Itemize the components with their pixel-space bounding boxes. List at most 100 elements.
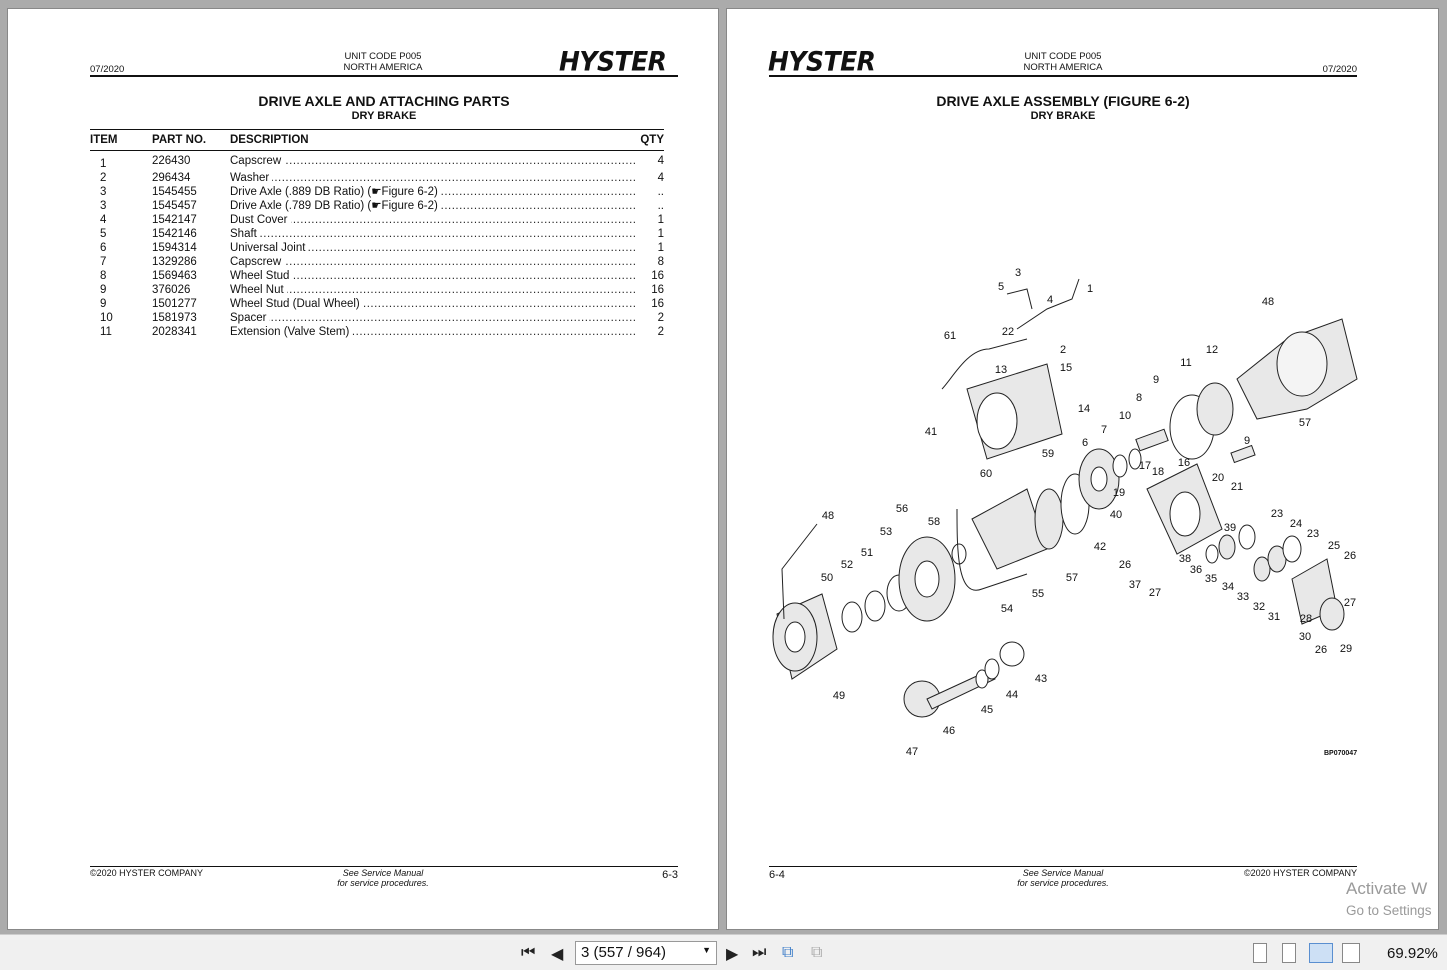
first-page-icon[interactable]: ⏮ [521, 944, 536, 961]
zoom-level[interactable]: 69.92% [1387, 945, 1438, 962]
footer-note-2: for service procedures. [337, 878, 429, 888]
desc-text: Drive Axle (.889 DB Ratio) (☛Figure 6-2) [230, 186, 441, 198]
page-select[interactable]: 3 (557 / 964) ▼ [575, 941, 717, 965]
date: 07/2020 [90, 64, 125, 75]
chevron-down-icon[interactable]: ▼ [702, 945, 711, 955]
callout-label: 40 [1110, 509, 1122, 521]
last-page-icon[interactable]: ⏭ [752, 944, 767, 961]
table-row: 3 1545457 Drive Axle (.789 DB Ratio) (☛F… [90, 199, 664, 213]
part-cell: 1569463 [152, 270, 197, 282]
qty-cell: 1 [657, 228, 664, 240]
footer-note-2: for service procedures. [1017, 878, 1109, 888]
callout-label: 22 [1002, 326, 1014, 338]
prev-view-icon[interactable]: ⧉ [782, 944, 794, 961]
item-cell: 4 [100, 214, 107, 226]
desc-text: Extension (Valve Stem) [230, 326, 353, 338]
desc-text: Wheel Stud (Dual Wheel) [230, 298, 363, 310]
callout-label: 57 [1299, 417, 1311, 429]
item-cell: 11 [100, 326, 112, 338]
desc-cell: Wheel Stud (Dual Wheel) [230, 297, 636, 311]
desc-text: Wheel Nut [230, 284, 287, 296]
desc-text: Dust Cover [230, 214, 291, 226]
region-text: NORTH AMERICA [343, 62, 423, 73]
part-cell: 1501277 [152, 298, 197, 310]
callout-label: 59 [1042, 448, 1054, 460]
qty-cell: 16 [651, 284, 664, 296]
part-cell: 226430 [152, 155, 191, 167]
callout-label: 28 [1300, 613, 1312, 625]
part-cell: 1545455 [152, 186, 197, 198]
next-view-icon[interactable]: ⧉ [811, 944, 823, 961]
callout-label: 20 [1212, 472, 1224, 484]
table-row: 8 1569463 Wheel Stud 16 [90, 269, 664, 283]
callout-label: 8 [1136, 392, 1142, 404]
callout-label: 25 [1328, 540, 1340, 552]
desc-cell: Extension (Valve Stem) [230, 325, 636, 339]
callout-label: 29 [1340, 643, 1352, 655]
callout-label: 52 [841, 559, 853, 571]
watermark-line-1: Activate W [1346, 879, 1428, 898]
continuous-facing-icon[interactable] [1342, 943, 1360, 963]
page-number: 6-4 [769, 869, 785, 881]
next-page-icon[interactable]: ▶ [726, 946, 739, 963]
prev-page-icon[interactable]: ◀ [551, 946, 564, 963]
single-page-icon[interactable] [1253, 943, 1267, 963]
callout-label: 50 [821, 572, 833, 584]
hub-assembly [772, 278, 1358, 718]
callout-label: 7 [1101, 424, 1107, 436]
qty-cell: 2 [657, 312, 664, 324]
part-cell: 1594314 [152, 242, 197, 254]
qty-cell: 16 [651, 270, 664, 282]
callout-label: 60 [980, 468, 992, 480]
continuous-icon[interactable] [1282, 943, 1296, 963]
page-subtitle: DRY BRAKE [351, 110, 417, 122]
col-item: ITEM [90, 134, 118, 146]
callout-label: 39 [1224, 522, 1236, 534]
footer-copyright: ©2020 HYSTER COMPANY [1244, 868, 1357, 878]
callout-label: 5 [998, 281, 1004, 293]
callout-label: 13 [995, 364, 1007, 376]
page-title: DRIVE AXLE AND ATTACHING PARTS [258, 93, 510, 109]
page-select-value: 3 (557 / 964) [581, 944, 667, 961]
table-row: 9 1501277 Wheel Stud (Dual Wheel) 16 [90, 297, 664, 311]
part-cell: 1329286 [152, 256, 197, 268]
part-cell: 2028341 [152, 326, 197, 338]
figure-code: BP070047 [1324, 750, 1357, 757]
pdf-toolbar: ⏮ ◀ 3 (557 / 964) ▼ ▶ ⏭ ⧉ ⧉ 69.92% [0, 934, 1447, 970]
callout-label: 38 [1179, 553, 1191, 565]
facing-icon[interactable] [1309, 943, 1333, 963]
callout-label: 6 [1082, 437, 1088, 449]
region-text: NORTH AMERICA [1023, 62, 1103, 73]
table-row: 1 226430 Capscrew 4 [90, 151, 664, 172]
desc-cell: Universal Joint [230, 241, 636, 255]
callout-label: 48 [822, 510, 834, 522]
callout-label: 26 [1344, 550, 1356, 562]
callout-label: 3 [1015, 267, 1021, 279]
item-cell: 2 [100, 172, 107, 184]
callout-label: 48 [1262, 296, 1274, 308]
qty-cell: 4 [657, 155, 664, 167]
callout-label: 56 [896, 503, 908, 515]
part-cell: 376026 [152, 284, 191, 296]
callout-label: 44 [1006, 689, 1018, 701]
callout-label: 34 [1222, 581, 1234, 593]
item-cell: 9 [100, 284, 107, 296]
item-cell: 8 [100, 270, 107, 282]
callout-label: 4 [1047, 294, 1053, 306]
qty-cell: .. [657, 200, 664, 212]
desc-cell: Dust Cover [230, 213, 636, 227]
callout-label: 9 [1153, 374, 1159, 386]
hyster-logo: HYSTER [559, 46, 667, 77]
desc-cell: Capscrew [230, 151, 636, 172]
callout-label: 14 [1078, 403, 1090, 415]
item-cell: 3 [100, 200, 107, 212]
desc-text: Capscrew [230, 256, 285, 268]
desc-text: Universal Joint [230, 242, 309, 254]
desc-cell: Drive Axle (.789 DB Ratio) (☛Figure 6-2) [230, 199, 636, 213]
col-desc: DESCRIPTION [230, 134, 309, 146]
item-cell: 10 [100, 312, 113, 324]
callout-label: 9 [1244, 435, 1250, 447]
callout-label: 30 [1299, 631, 1311, 643]
